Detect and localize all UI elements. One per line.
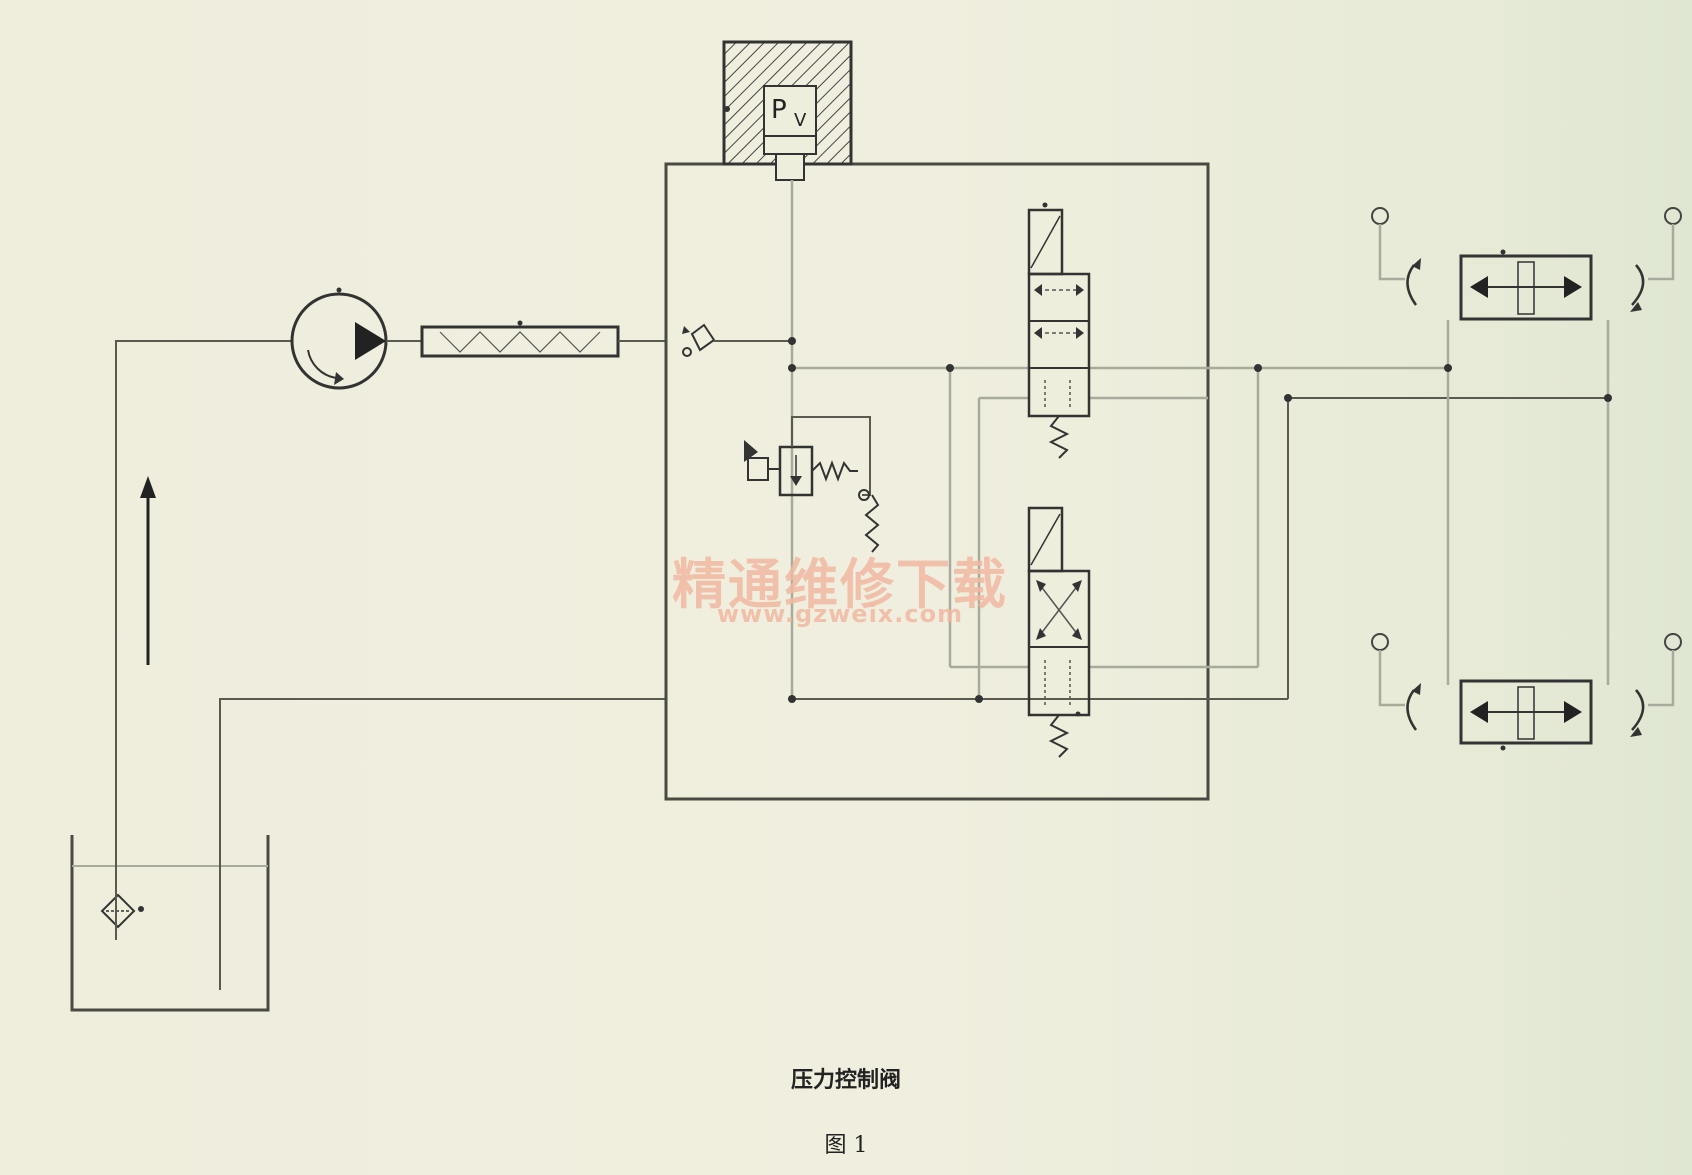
solenoid-valve-upper [1027, 202, 1091, 459]
sensor-label-v: V [794, 110, 807, 131]
control-block [664, 162, 1210, 801]
filter-icon [100, 893, 144, 929]
solenoid-valve-lower [1027, 506, 1091, 758]
watermark-text: 精通维修下载 [672, 552, 1008, 616]
external-lines [1208, 320, 1610, 700]
cooler-element [420, 320, 620, 358]
relief-valve [744, 416, 880, 553]
caption-title: 压力控制阀 [790, 1068, 901, 1093]
watermark-url: www.gzweix.com [716, 600, 964, 628]
actuator-lower [1371, 633, 1682, 751]
internal-lines [714, 340, 1258, 700]
check-valve-icon [682, 323, 716, 357]
actuator-upper [1371, 207, 1682, 321]
tank [70, 835, 270, 1012]
pump-icon [290, 287, 388, 390]
pressure-sensor: P V [722, 40, 853, 181]
figure-number: 图 1 [824, 1133, 868, 1158]
flow-arrow-icon [140, 476, 156, 665]
suction-line [115, 340, 292, 940]
sensor-label-p: P [771, 95, 787, 125]
junction-dots [788, 337, 1612, 703]
return-line [219, 698, 666, 990]
